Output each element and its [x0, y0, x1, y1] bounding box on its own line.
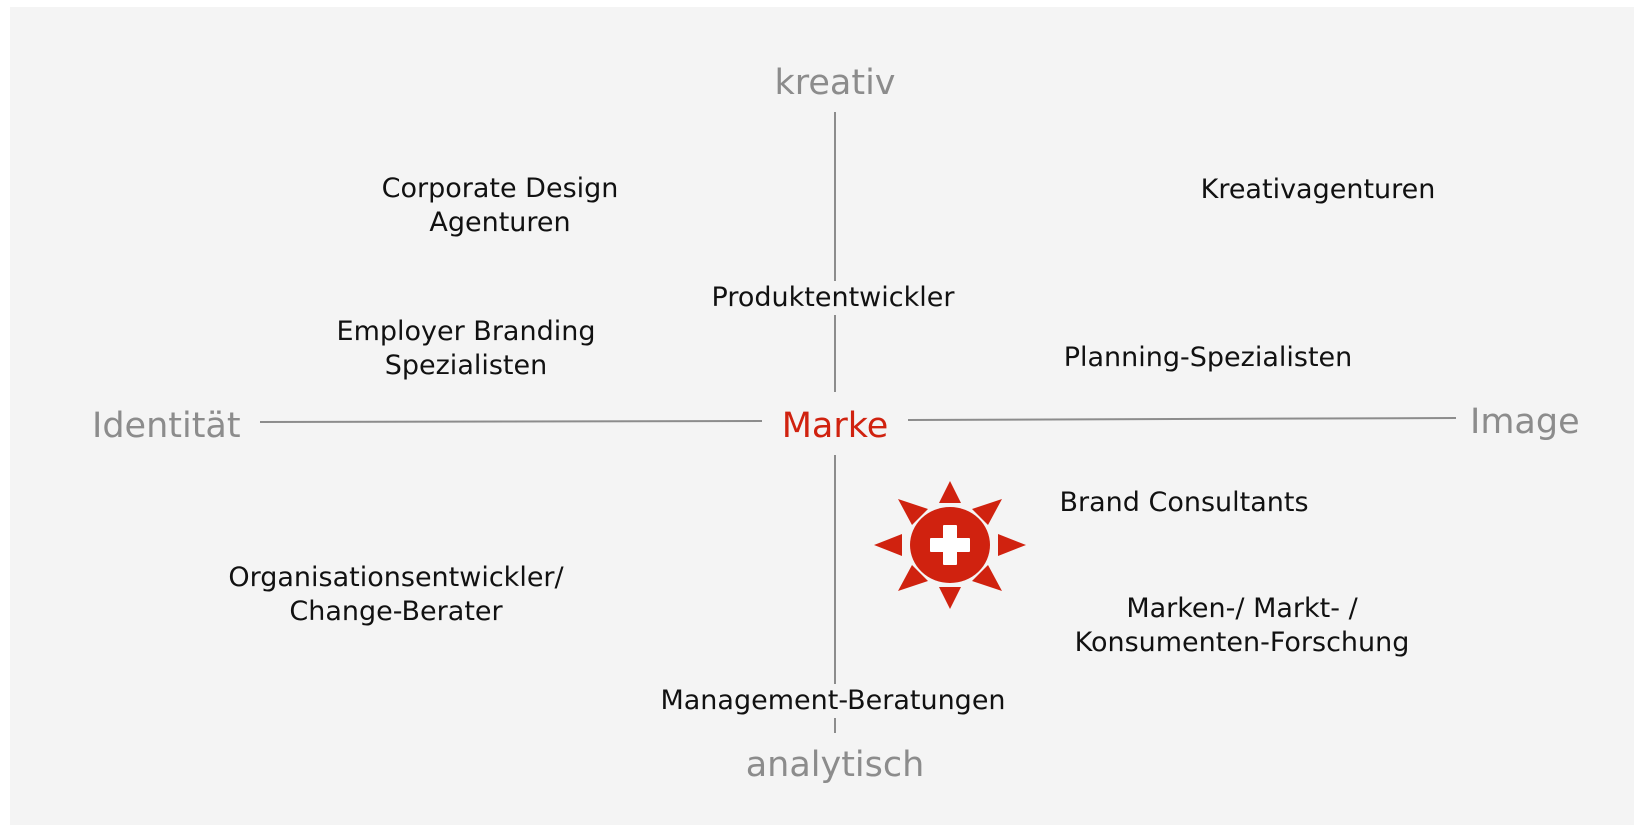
- label-marktforschung-line-2: Konsumenten-Forschung: [1074, 627, 1410, 658]
- label-organisationsentwickler-line-1: Organisationsentwickler/: [228, 562, 564, 593]
- horizontal-axis-left: [259, 420, 763, 423]
- sun-ray-top: [939, 481, 961, 503]
- label-brand-consultants-line-1: Brand Consultants: [1059, 487, 1309, 518]
- label-management-beratungen: Management-Beratungen: [654, 684, 1012, 718]
- swiss-cross-sun-icon: [874, 481, 1026, 609]
- axis-label-right: Image: [1470, 402, 1580, 442]
- sun-ray-right: [998, 534, 1026, 556]
- sun-ray-bottom-left: [898, 565, 928, 591]
- horizontal-axis-right: [907, 417, 1457, 421]
- axis-label-top: kreativ: [774, 63, 896, 103]
- label-management-beratungen-line-1: Management-Beratungen: [660, 685, 1006, 716]
- label-brand-consultants: Brand Consultants: [1059, 486, 1309, 520]
- axis-label-left: Identität: [92, 406, 241, 446]
- label-produktentwickler-line-1: Produktentwickler: [711, 282, 955, 313]
- label-employer-branding: Employer Branding Spezialisten: [336, 315, 596, 383]
- sun-ray-bottom: [939, 587, 961, 609]
- label-planning-spezialisten: Planning-Spezialisten: [1063, 341, 1353, 375]
- sun-ray-bottom-right: [972, 565, 1002, 591]
- center-label-marke: Marke: [773, 409, 897, 444]
- label-organisationsentwickler: Organisationsentwickler/ Change-Berater: [228, 561, 564, 629]
- label-corporate-design-line-1: Corporate Design: [381, 173, 619, 204]
- label-produktentwickler: Produktentwickler: [705, 281, 961, 315]
- axis-label-bottom: analytisch: [745, 745, 925, 785]
- swiss-cross: [930, 525, 970, 565]
- sun-ray-left: [874, 534, 902, 556]
- sun-ray-top-left: [898, 499, 928, 525]
- label-employer-branding-line-1: Employer Branding: [336, 316, 596, 347]
- sun-ray-top-right: [972, 499, 1002, 525]
- label-employer-branding-line-2: Spezialisten: [384, 350, 548, 381]
- label-kreativagenturen-line-1: Kreativagenturen: [1200, 174, 1436, 205]
- label-corporate-design-line-2: Agenturen: [429, 207, 571, 238]
- label-planning-spezialisten-line-1: Planning-Spezialisten: [1063, 342, 1353, 373]
- label-corporate-design: Corporate Design Agenturen: [381, 172, 619, 240]
- label-kreativagenturen: Kreativagenturen: [1200, 173, 1436, 207]
- label-marktforschung-line-1: Marken-/ Markt- /: [1126, 593, 1358, 624]
- label-organisationsentwickler-line-2: Change-Berater: [289, 596, 503, 627]
- label-marktforschung: Marken-/ Markt- / Konsumenten-Forschung: [1074, 592, 1410, 660]
